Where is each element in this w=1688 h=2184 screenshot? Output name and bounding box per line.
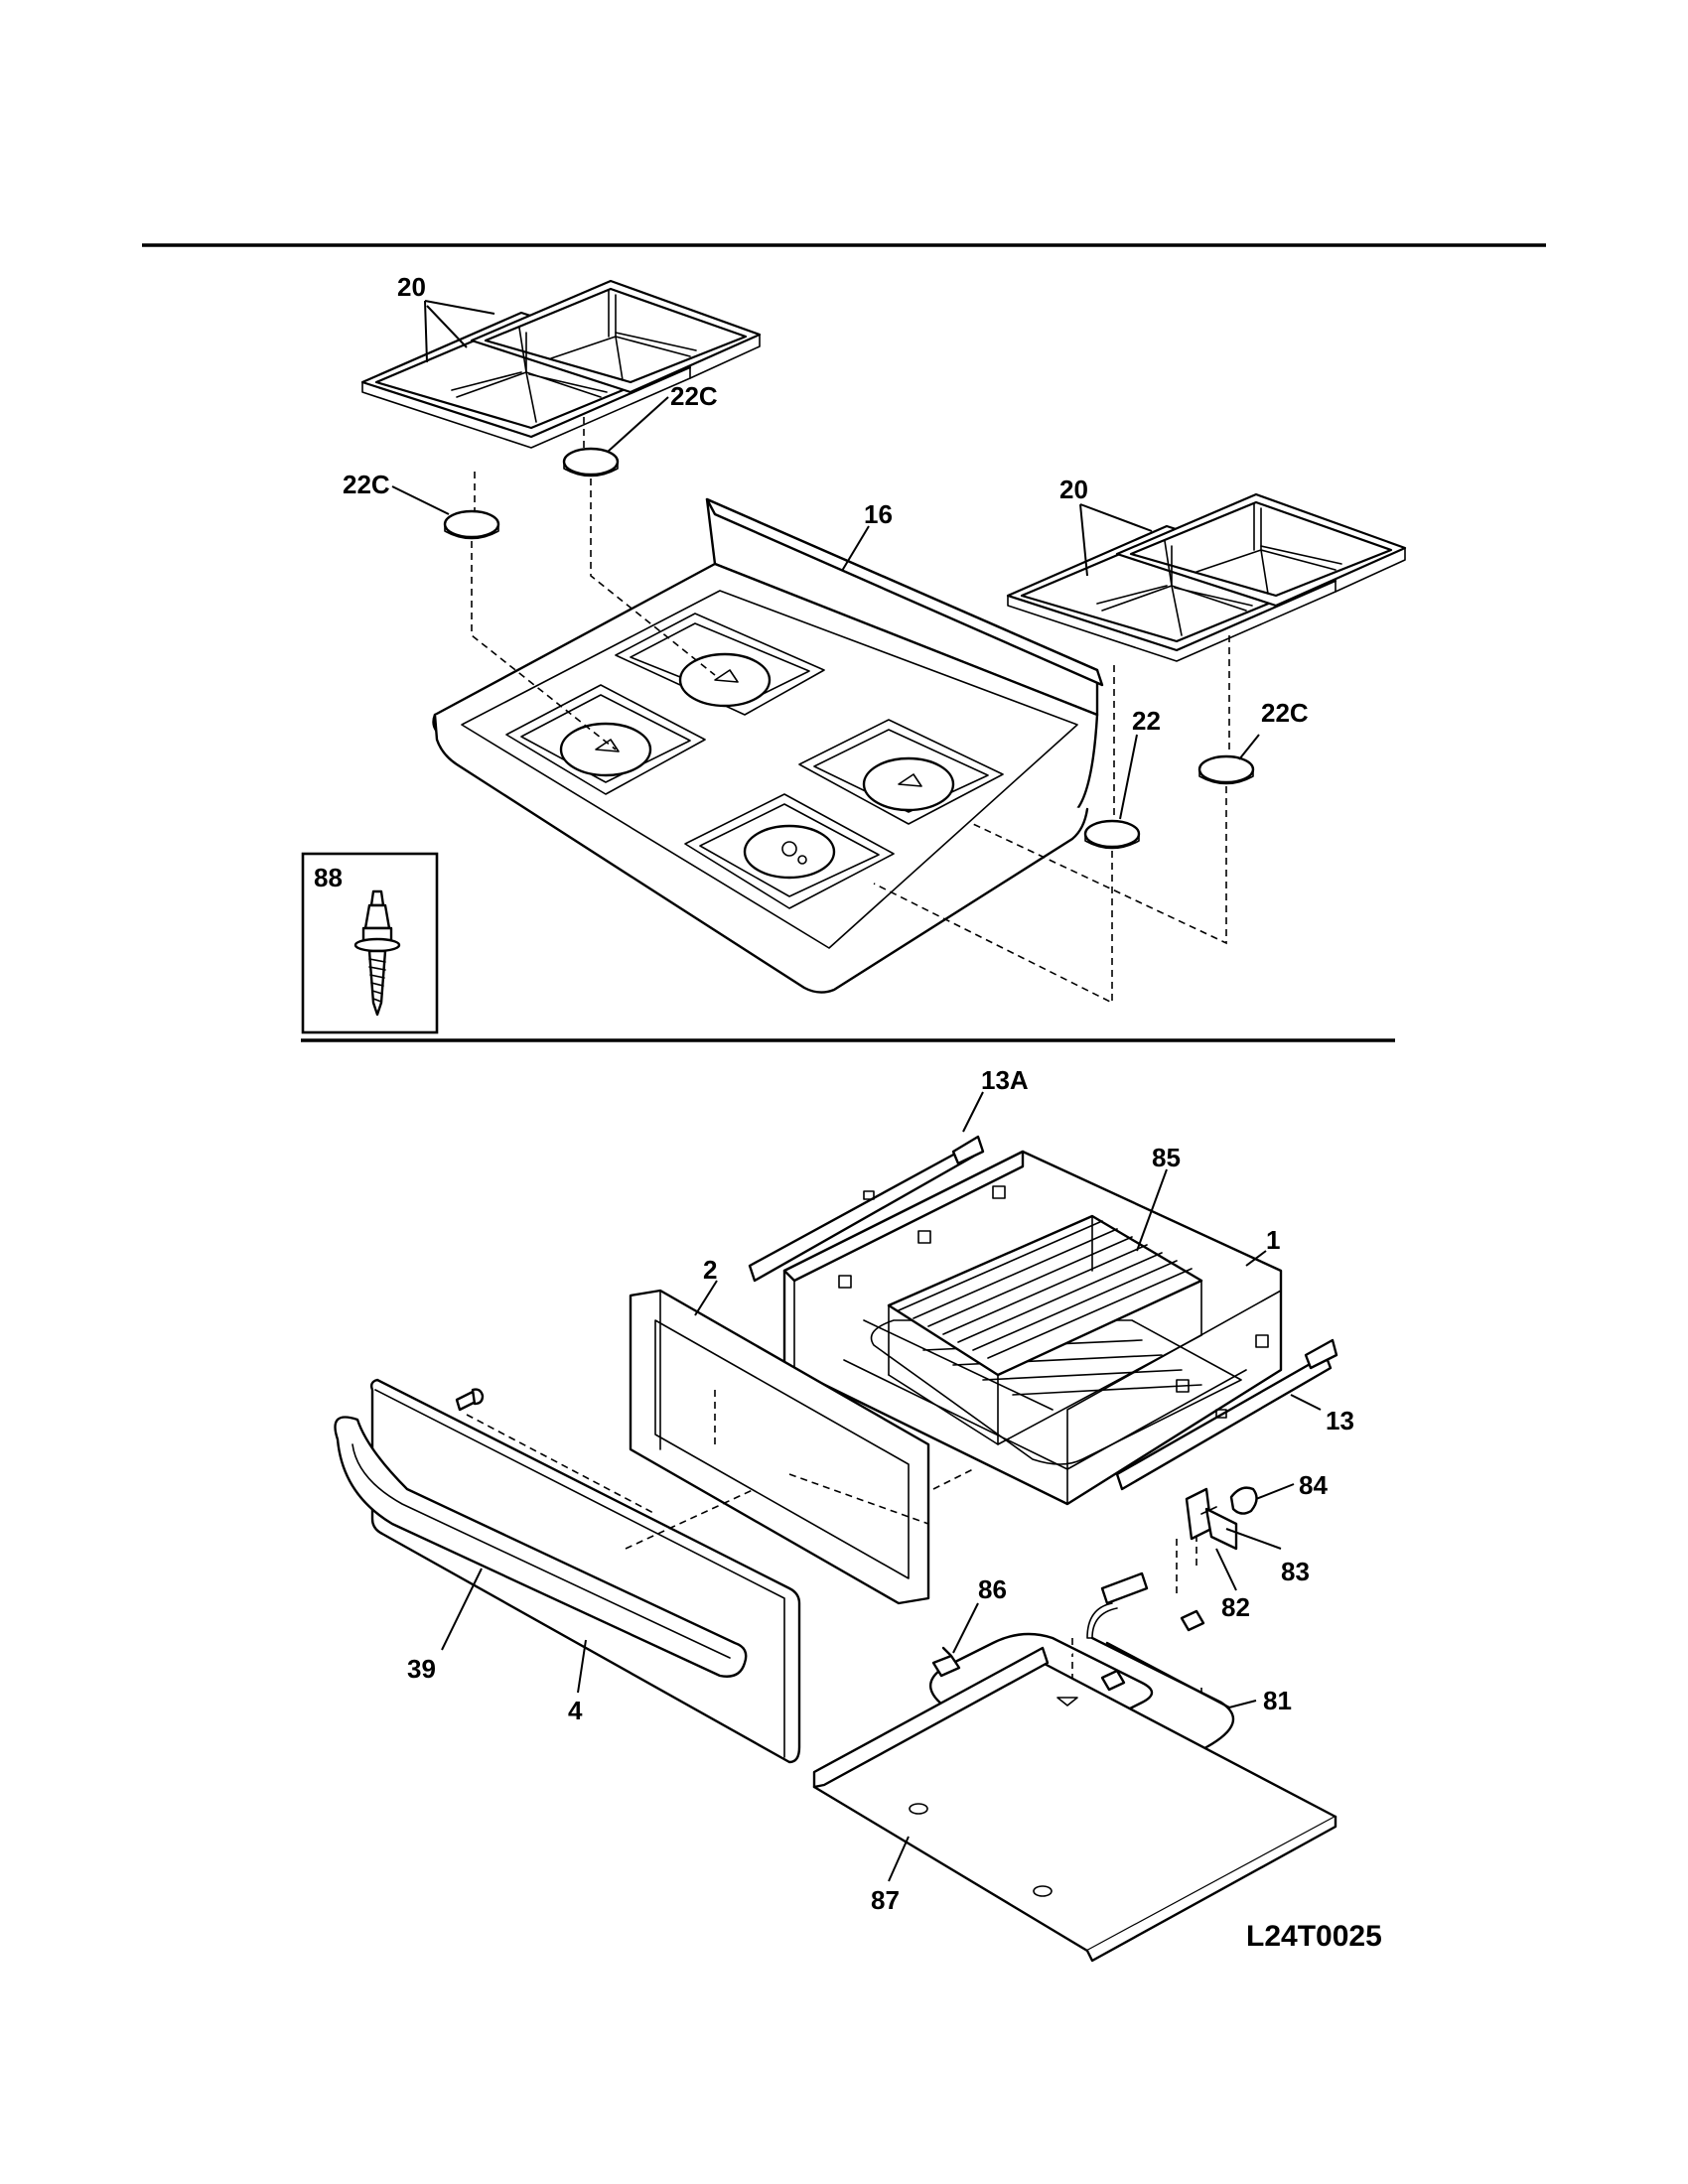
callout-83: 83 xyxy=(1281,1557,1310,1586)
cooktop-main-top xyxy=(432,497,1104,994)
callout-22c-rear-left: 22C xyxy=(670,381,718,411)
drawer-handle xyxy=(334,1416,748,1678)
callout-16: 16 xyxy=(864,499,893,529)
grate-pair-right xyxy=(1006,492,1407,663)
callout-2: 2 xyxy=(703,1255,717,1285)
callout-85: 85 xyxy=(1152,1143,1181,1172)
panel-screw xyxy=(455,1388,485,1412)
burner-cap-22c-rear-left xyxy=(562,447,620,477)
callout-86: 86 xyxy=(978,1574,1007,1604)
callout-4: 4 xyxy=(568,1696,583,1725)
bottom-drawer-panel xyxy=(812,1646,1337,1963)
callout-81: 81 xyxy=(1263,1686,1292,1715)
drawer-front-frame xyxy=(629,1289,930,1605)
element-clip-b xyxy=(1100,1669,1126,1692)
drawer-front-panel xyxy=(369,1378,801,1764)
callout-20-left: 20 xyxy=(397,272,426,302)
callout-leader-lines xyxy=(391,300,1322,1882)
callout-22c-rear-right: 22C xyxy=(1261,698,1309,728)
grate-pair-left xyxy=(360,279,762,450)
callout-13a: 13A xyxy=(981,1065,1029,1095)
burner-cap-22c-front-left xyxy=(443,509,500,539)
element-bracket xyxy=(1185,1486,1258,1551)
assembly-line-upper xyxy=(471,417,1230,1005)
callout-22c-front-left: 22C xyxy=(343,470,390,499)
drawer-slide-13 xyxy=(1115,1338,1338,1491)
callout-87: 87 xyxy=(871,1885,900,1915)
broiler-rack xyxy=(887,1214,1203,1445)
callout-13: 13 xyxy=(1326,1406,1354,1435)
callout-84: 84 xyxy=(1299,1470,1328,1500)
callout-22: 22 xyxy=(1132,706,1161,736)
callout-20-right: 20 xyxy=(1059,475,1088,504)
diagram-code: L24T0025 xyxy=(1246,1920,1382,1953)
element-clip-a xyxy=(1180,1609,1205,1632)
screw-inset-box xyxy=(301,852,439,1034)
callout-39: 39 xyxy=(407,1654,436,1684)
drawer-slide-13a xyxy=(748,1135,985,1283)
burner-cap-22-front-right xyxy=(1083,819,1141,849)
burner-cap-22c-rear-right xyxy=(1197,754,1255,784)
element-clip-86 xyxy=(931,1646,961,1678)
callout-1: 1 xyxy=(1266,1225,1280,1255)
callout-82: 82 xyxy=(1221,1592,1250,1622)
callout-88: 88 xyxy=(314,863,343,892)
